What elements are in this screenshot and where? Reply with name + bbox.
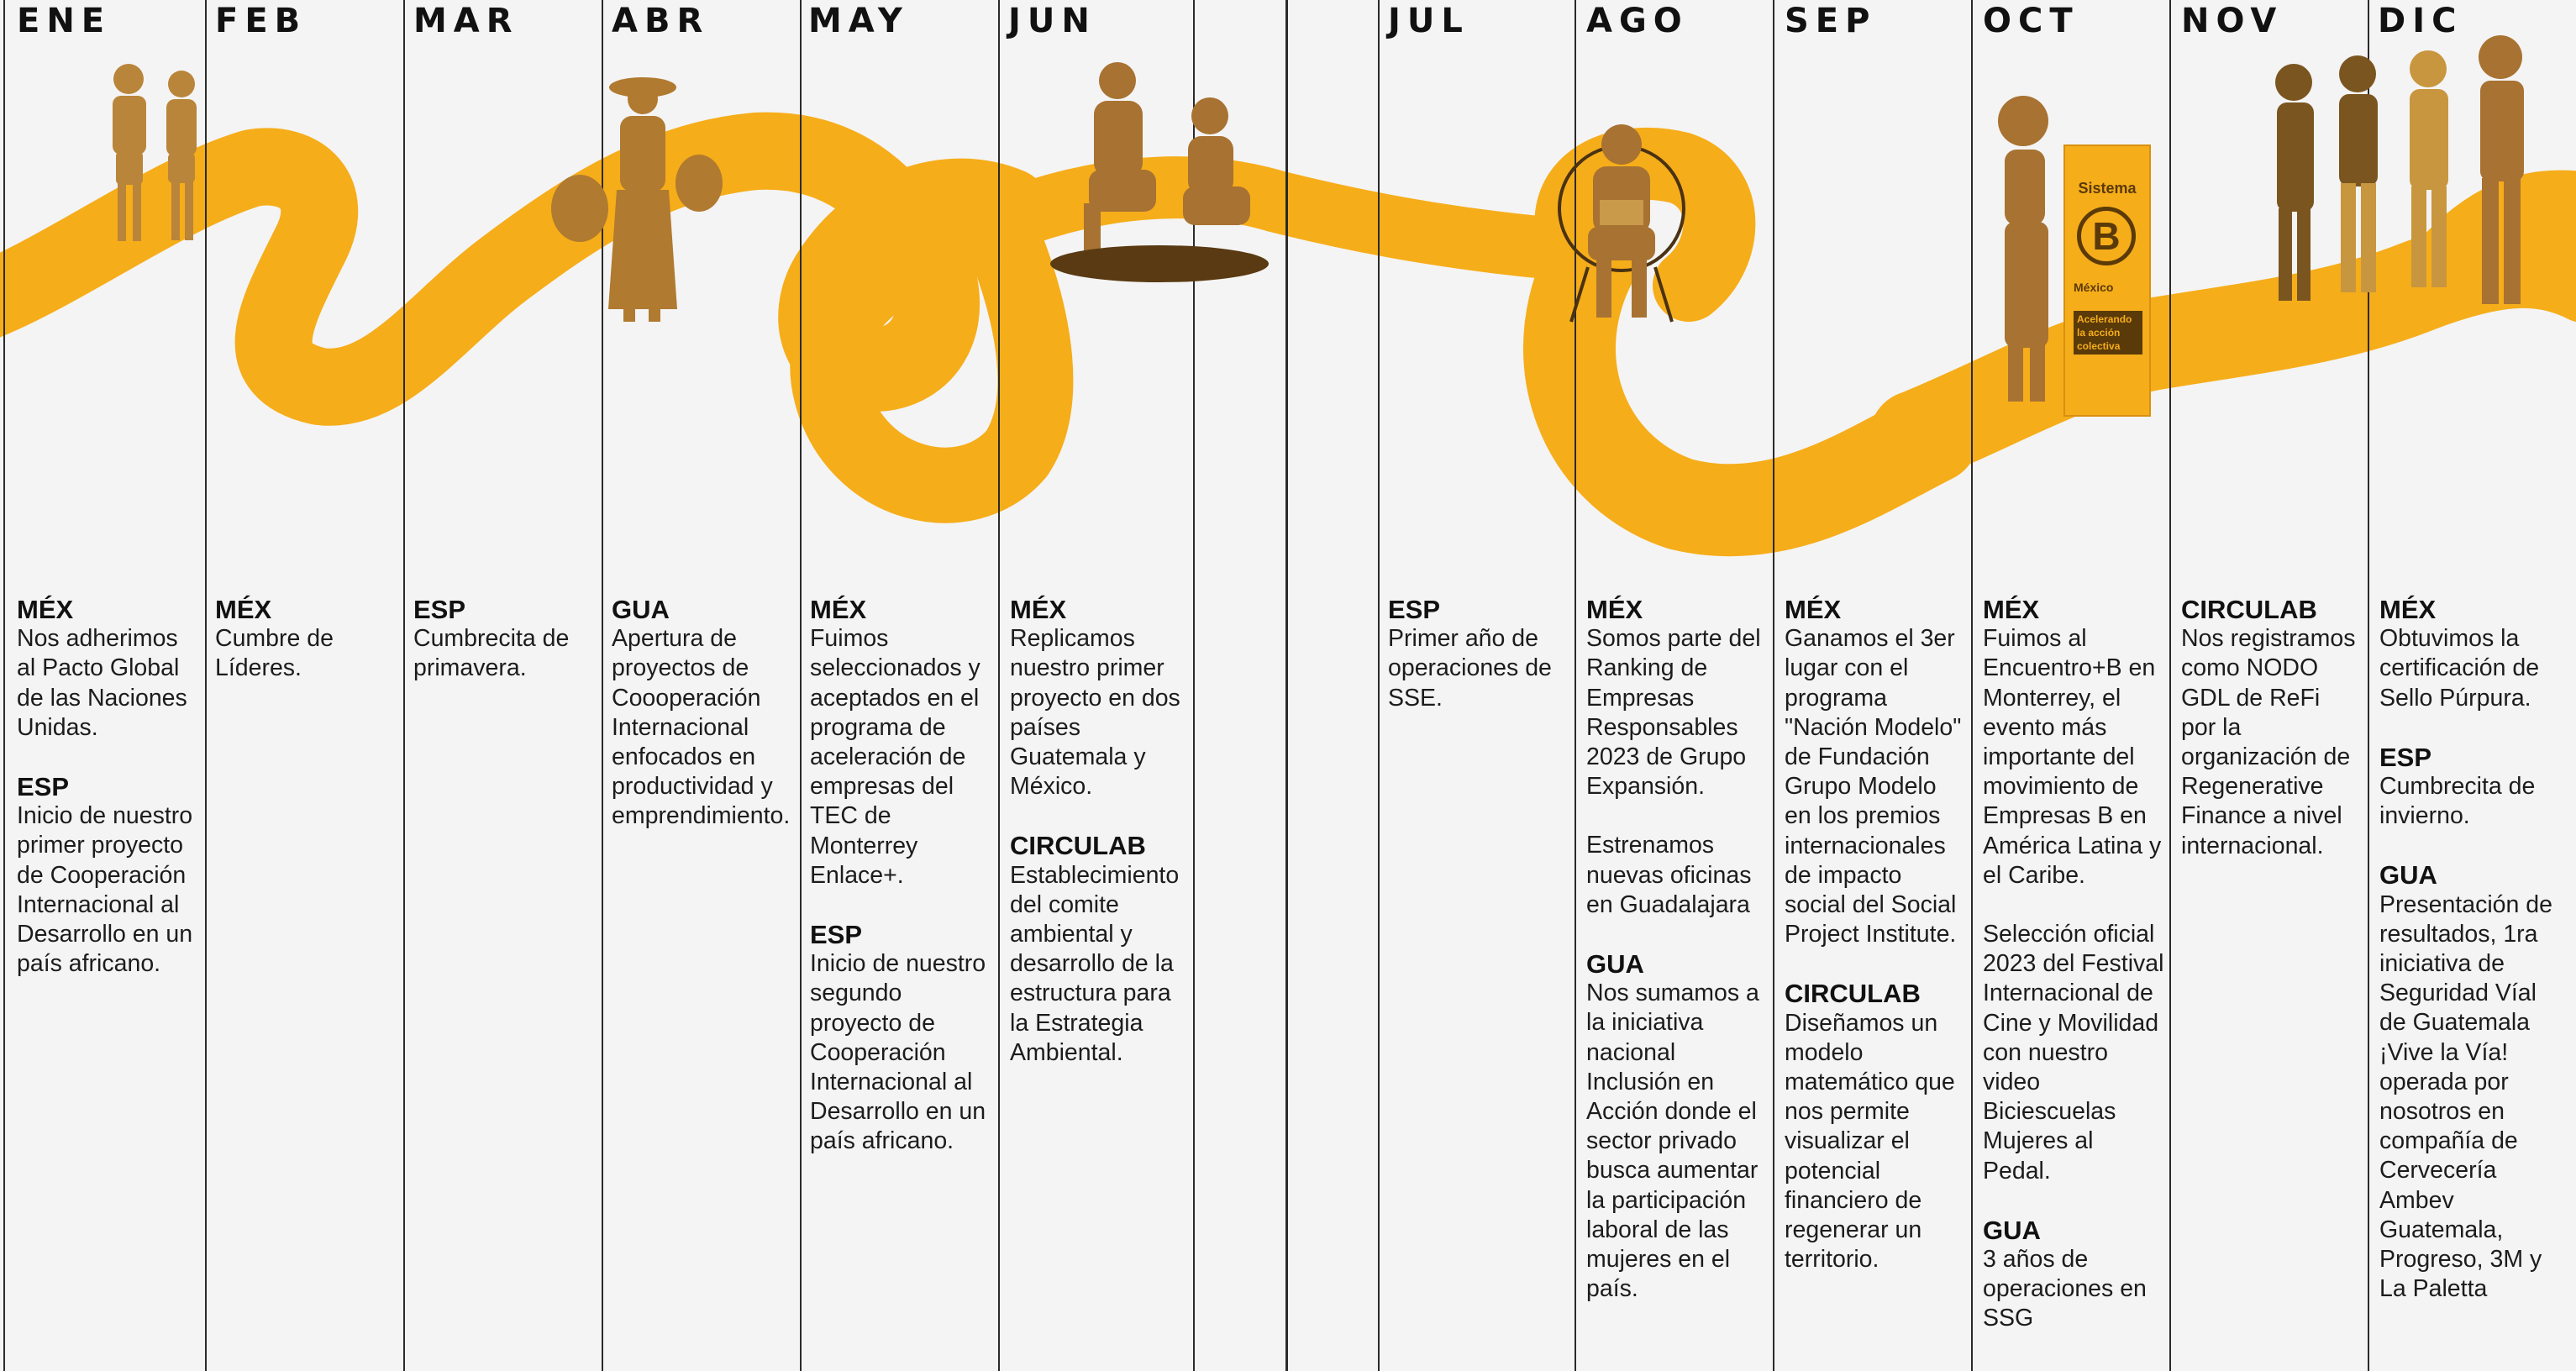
month-label-jul: JUL xyxy=(1388,2,1469,40)
entry-country: ESP xyxy=(413,595,466,624)
month-label-oct: OCT xyxy=(1983,2,2079,40)
column-abr: GUA Apertura de proyectos de Coooperació… xyxy=(612,595,798,832)
entry-country: MÉX xyxy=(1785,595,1842,624)
entry-country: MÉX xyxy=(215,595,272,624)
entry-text: Cumbrecita de primavera. xyxy=(413,625,570,682)
photo-group-of-women xyxy=(2260,32,2546,334)
entry-country: GUA xyxy=(612,595,670,624)
entry-country: MÉX xyxy=(17,595,74,624)
month-label-feb: FEB xyxy=(215,2,308,40)
photo-children xyxy=(91,60,217,262)
column-divider xyxy=(602,0,603,1371)
column-divider xyxy=(2368,0,2369,1371)
bcorp-logo-icon: B xyxy=(2077,207,2136,265)
column-jun: MÉX Replicamos nuestro primer proyecto e… xyxy=(1010,595,1188,1068)
entry-country: CIRCULAB xyxy=(1010,831,1146,861)
entry-text: Apertura de proyectos de Coooperación In… xyxy=(612,625,791,830)
photo-woman-standing xyxy=(1983,91,2075,410)
entry-country: MÉX xyxy=(1983,595,2040,624)
column-dic: MÉX Obtuvimos la certificación de Sello … xyxy=(2379,595,2559,1304)
photo-woman-with-bags xyxy=(546,66,731,334)
column-divider xyxy=(1575,0,1576,1371)
entry-country: CIRCULAB xyxy=(2181,595,2317,624)
entry-text: Nos registramos como NODO GDL de ReFi po… xyxy=(2181,625,2356,859)
entry-country: MÉX xyxy=(810,595,867,624)
column-ene: MÉX Nos adherimos al Pacto Global de las… xyxy=(17,595,197,979)
column-ago: MÉX Somos parte del Ranking de Empresas … xyxy=(1586,595,1766,1304)
entry-country: GUA xyxy=(1983,1215,2041,1245)
bcorp-sign-tagline: Acelerando la acción colectiva xyxy=(2074,311,2142,355)
entry-text: Estrenamos nuevas oficinas en Guadalajar… xyxy=(1586,832,1752,918)
column-divider xyxy=(1773,0,1774,1371)
entry-country: GUA xyxy=(2379,860,2437,890)
entry-text: Cumbre de Líderes. xyxy=(215,625,334,682)
entry-text: Fuimos al Encuentro+B en Monterrey, el e… xyxy=(1983,625,2162,889)
month-label-may: MAY xyxy=(808,2,909,40)
photo-man-with-laptop xyxy=(1538,116,1706,334)
column-may: MÉX Fuimos seleccionados y aceptados en … xyxy=(810,595,993,1157)
entry-text: Fuimos seleccionados y aceptados en el p… xyxy=(810,625,980,889)
column-mar: ESP Cumbrecita de primavera. xyxy=(413,595,593,684)
column-divider xyxy=(998,0,1000,1371)
column-sep: MÉX Ganamos el 3er lugar con el programa… xyxy=(1785,595,1966,1274)
entry-text: Presentación de resultados, 1ra iniciati… xyxy=(2379,890,2552,1303)
column-jul: ESP Primer año de operaciones de SSE. xyxy=(1388,595,1568,713)
entry-country: ESP xyxy=(2379,742,2432,772)
month-label-jun: JUN xyxy=(1008,2,1096,40)
entry-text: Nos adherimos al Pacto Global de las Nac… xyxy=(17,625,187,741)
entry-text: Primer año de operaciones de SSE. xyxy=(1388,625,1552,712)
month-label-nov: NOV xyxy=(2181,2,2284,40)
entry-country: MÉX xyxy=(2379,595,2437,624)
month-label-ago: AGO xyxy=(1586,2,1689,40)
entry-text: Selección oficial 2023 del Festival Inte… xyxy=(1983,921,2164,1185)
entry-text: Diseñamos un modelo matemático que nos p… xyxy=(1785,1009,1955,1274)
entry-text: Inicio de nuestro primer proyecto de Coo… xyxy=(17,802,193,978)
column-divider xyxy=(1193,0,1195,1371)
column-divider xyxy=(1378,0,1380,1371)
entry-country: GUA xyxy=(1586,949,1644,980)
entry-country: MÉX xyxy=(1586,595,1643,624)
semester-divider xyxy=(1285,0,1288,1371)
column-oct: MÉX Fuimos al Encuentro+B en Monterrey, … xyxy=(1983,595,2164,1334)
column-nov: CIRCULAB Nos registramos como NODO GDL d… xyxy=(2181,595,2361,861)
column-feb: MÉX Cumbre de Líderes. xyxy=(215,595,395,684)
photo-planting-couple xyxy=(1033,52,1285,287)
bcorp-sign-subtitle: México xyxy=(2074,281,2114,294)
bcorp-sign-title: Sistema xyxy=(2078,180,2137,197)
entry-text: Cumbrecita de invierno. xyxy=(2379,773,2536,830)
entry-text: Inicio de nuestro segundo proyecto de Co… xyxy=(810,950,986,1155)
entry-text: Replicamos nuestro primer proyecto en do… xyxy=(1010,625,1180,801)
column-divider xyxy=(1971,0,1973,1371)
entry-text: Establecimiento del comite ambiental y d… xyxy=(1010,861,1180,1066)
month-label-abr: ABR xyxy=(612,2,710,40)
entry-text: Ganamos el 3er lugar con el programa "Na… xyxy=(1785,625,1962,948)
ribbon-graphic xyxy=(0,112,2576,557)
entry-text: Somos parte del Ranking de Empresas Resp… xyxy=(1586,625,1761,801)
month-label-dic: DIC xyxy=(2378,2,2463,40)
entry-country: ESP xyxy=(1388,595,1441,624)
entry-text: 3 años de operaciones en SSG xyxy=(1983,1246,2147,1332)
column-divider xyxy=(205,0,207,1371)
entry-country: MÉX xyxy=(1010,595,1067,624)
column-divider xyxy=(403,0,405,1371)
column-divider xyxy=(3,0,5,1371)
bcorp-sign: Sistema B México Acelerando la acción co… xyxy=(2063,144,2151,417)
column-divider xyxy=(2169,0,2171,1371)
entry-country: ESP xyxy=(17,772,70,802)
month-label-ene: ENE xyxy=(17,2,112,40)
entry-country: ESP xyxy=(810,920,863,950)
entry-text: Nos sumamos a la iniciativa nacional Inc… xyxy=(1586,980,1759,1303)
entry-text: Obtuvimos la certificación de Sello Púrp… xyxy=(2379,625,2540,712)
month-label-sep: SEP xyxy=(1785,2,1877,40)
column-divider xyxy=(800,0,802,1371)
entry-country: CIRCULAB xyxy=(1785,979,1921,1009)
month-label-mar: MAR xyxy=(413,2,519,40)
